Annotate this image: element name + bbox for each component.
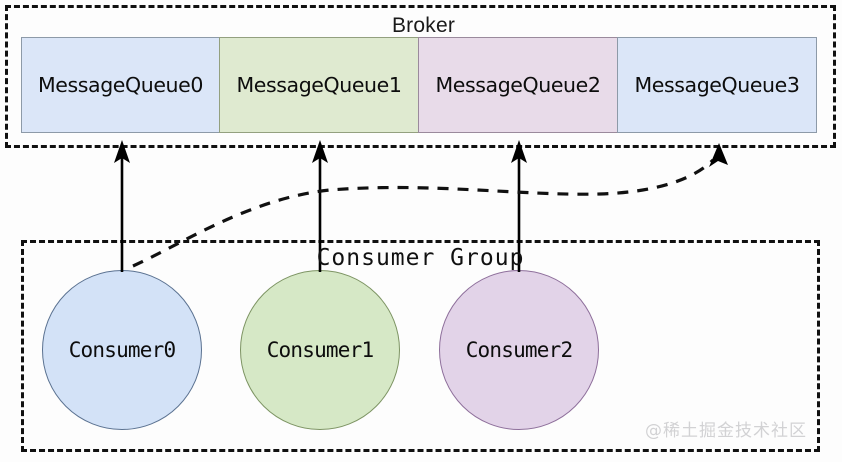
message-queue-strip: MessageQueue0 MessageQueue1 MessageQueue… <box>21 37 820 133</box>
message-queue-0-label: MessageQueue0 <box>37 73 204 97</box>
consumer-1-label: Consumer1 <box>266 338 374 362</box>
message-queue-1-label: MessageQueue1 <box>236 73 402 97</box>
message-queue-1[interactable]: MessageQueue1 <box>219 37 419 133</box>
consumer-0[interactable]: Consumer0 <box>42 270 202 430</box>
message-queue-0[interactable]: MessageQueue0 <box>21 37 220 133</box>
message-queue-3-label: MessageQueue3 <box>634 73 800 97</box>
watermark: @稀土掘金技术社区 <box>645 421 807 441</box>
consumer-2-label: Consumer2 <box>465 338 573 362</box>
message-queue-2[interactable]: MessageQueue2 <box>418 37 618 133</box>
message-queue-2-label: MessageQueue2 <box>435 73 601 97</box>
consumer-1[interactable]: Consumer1 <box>240 270 400 430</box>
consumer-0-label: Consumer0 <box>68 338 176 362</box>
consumer-2[interactable]: Consumer2 <box>439 270 599 430</box>
message-queue-3[interactable]: MessageQueue3 <box>617 37 817 133</box>
broker-title: Broker <box>391 14 456 37</box>
